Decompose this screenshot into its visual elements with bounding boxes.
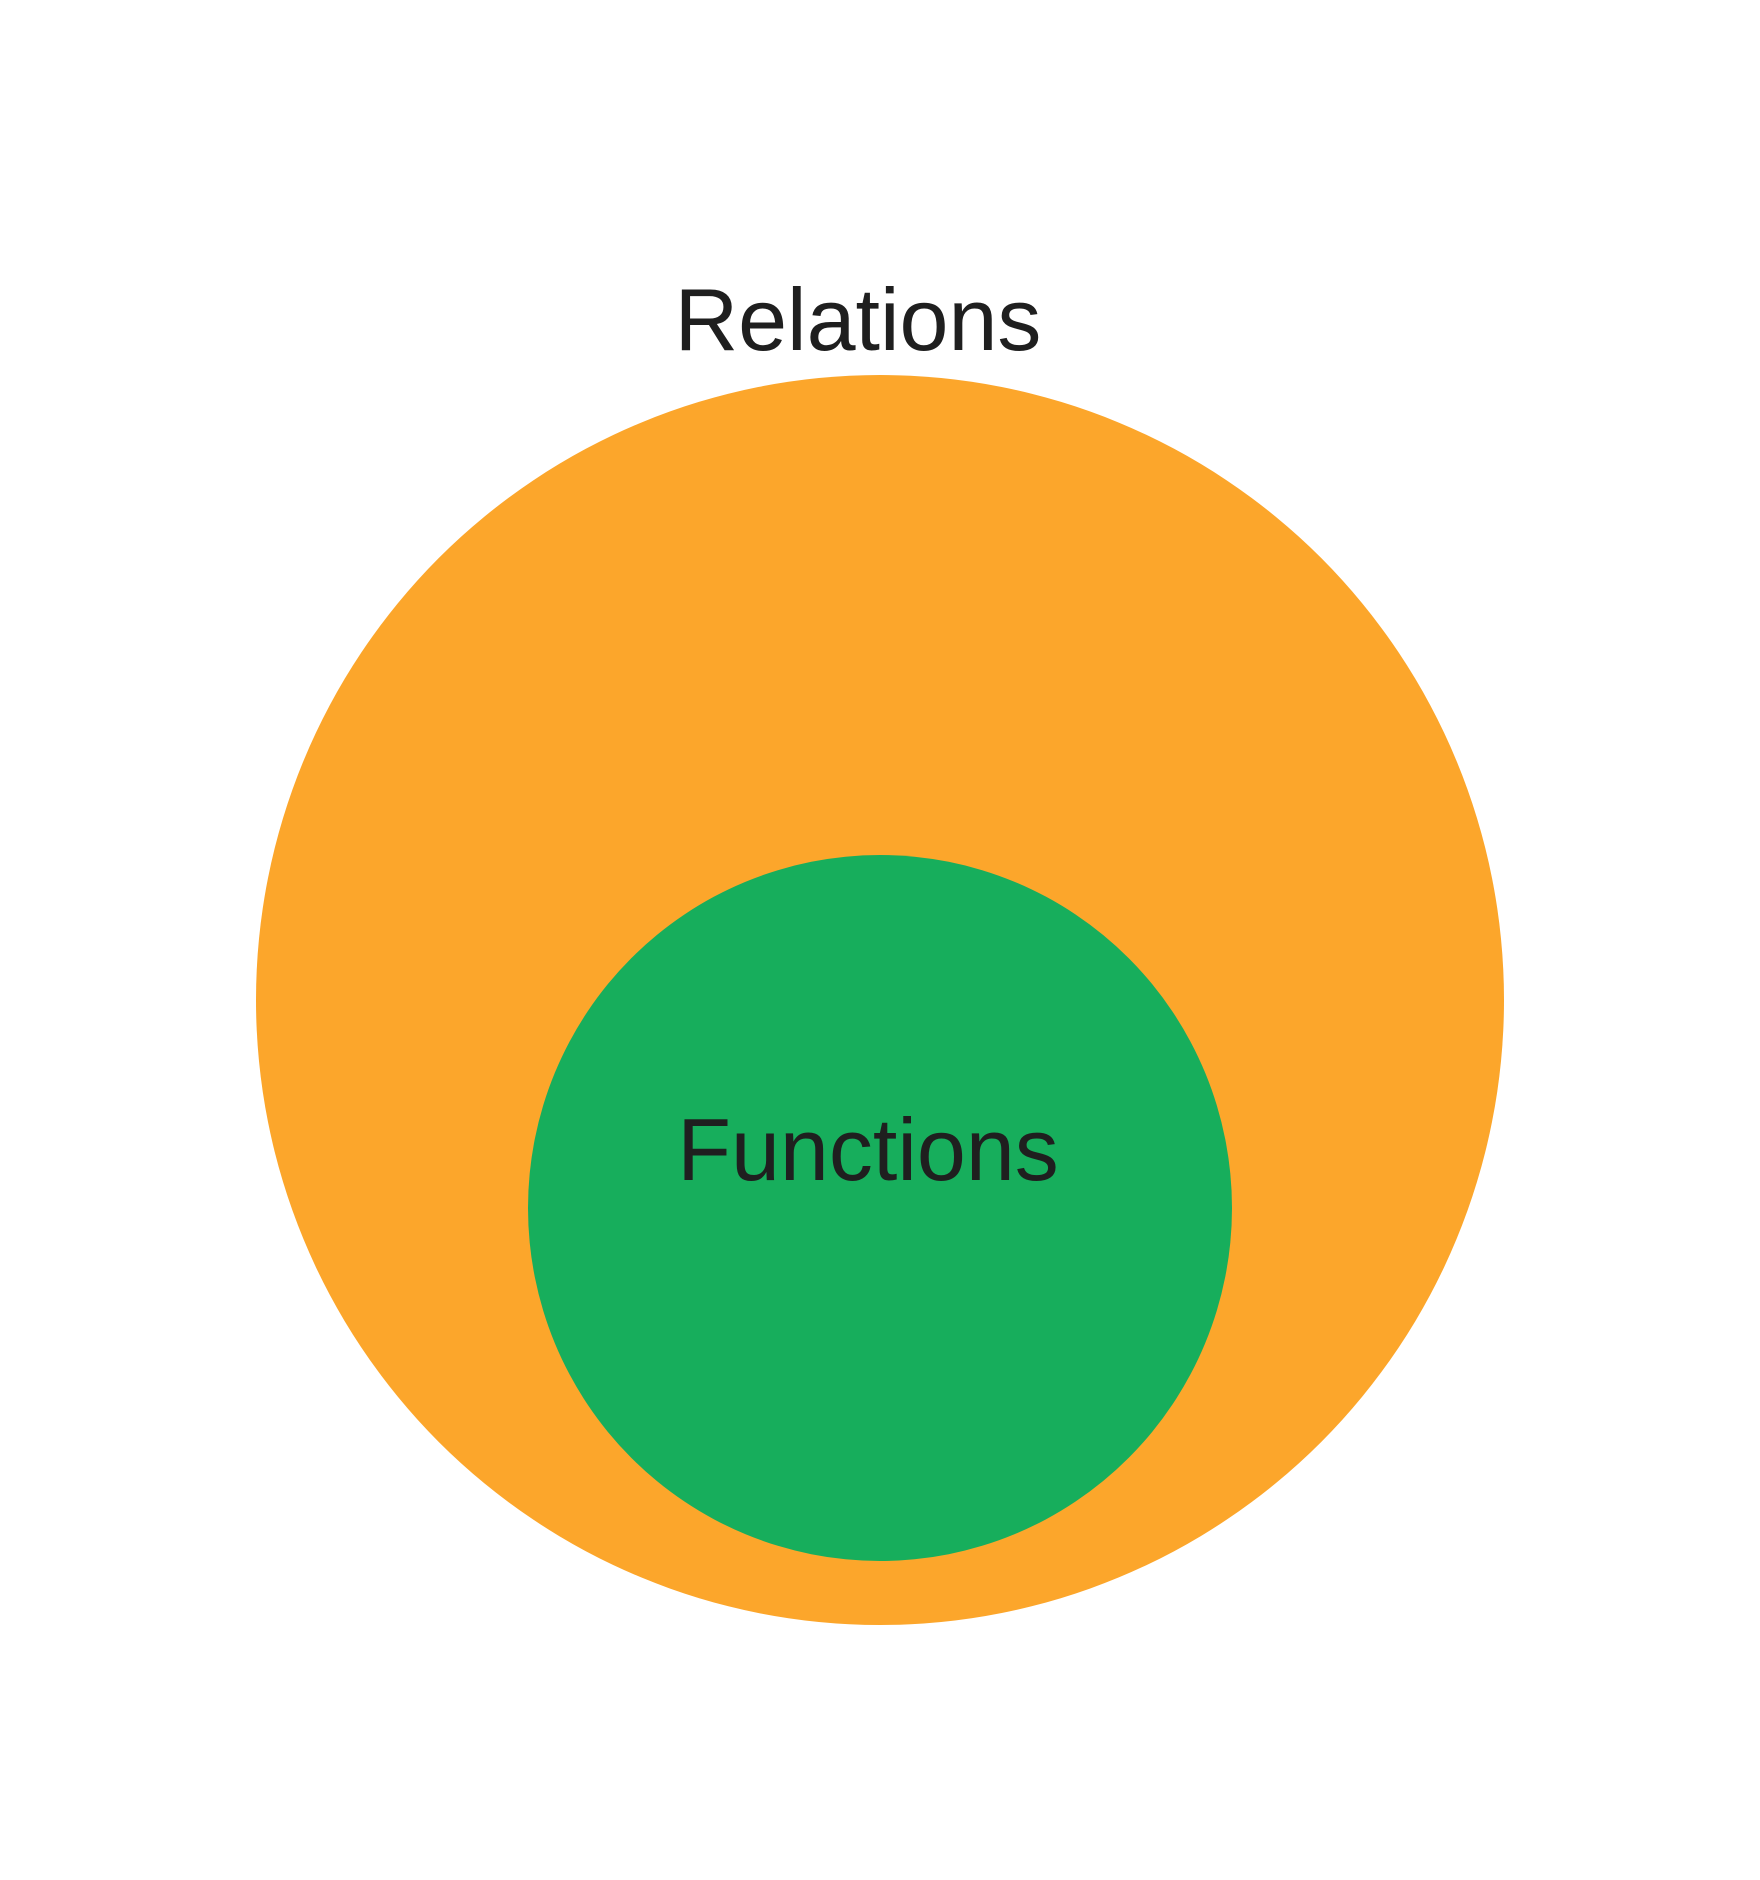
functions-label: Functions (677, 1100, 1059, 1199)
relations-label: Relations (675, 270, 1042, 369)
functions-set-circle (528, 855, 1232, 1561)
